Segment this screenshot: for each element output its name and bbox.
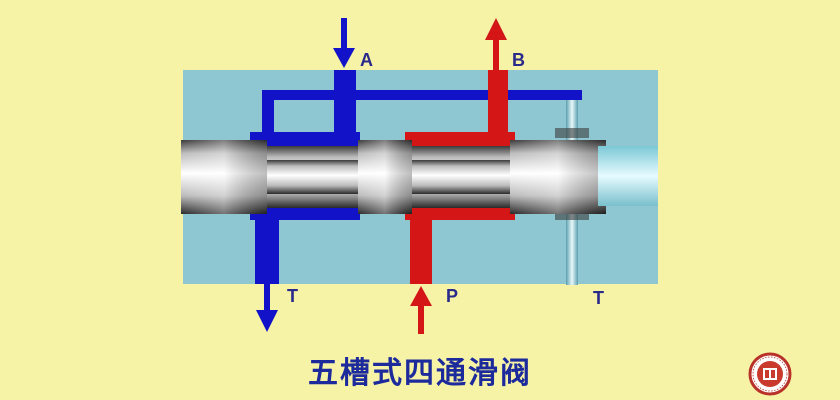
port-label-T-right: T [593, 288, 604, 308]
arrow-out-B [485, 18, 507, 72]
diagram-caption: 五槽式四通滑阀 [308, 356, 532, 391]
port-label-P: P [446, 286, 458, 306]
port-label-A: A [360, 50, 373, 70]
port-label-T-left: T [287, 286, 298, 306]
port-label-B: B [512, 50, 525, 70]
arrow-in-A [333, 18, 355, 68]
spool [181, 140, 606, 214]
arrow-out-T-left [256, 284, 278, 332]
university-seal-icon [748, 352, 792, 396]
arrow-in-P [410, 286, 432, 334]
piston-end [598, 146, 658, 206]
